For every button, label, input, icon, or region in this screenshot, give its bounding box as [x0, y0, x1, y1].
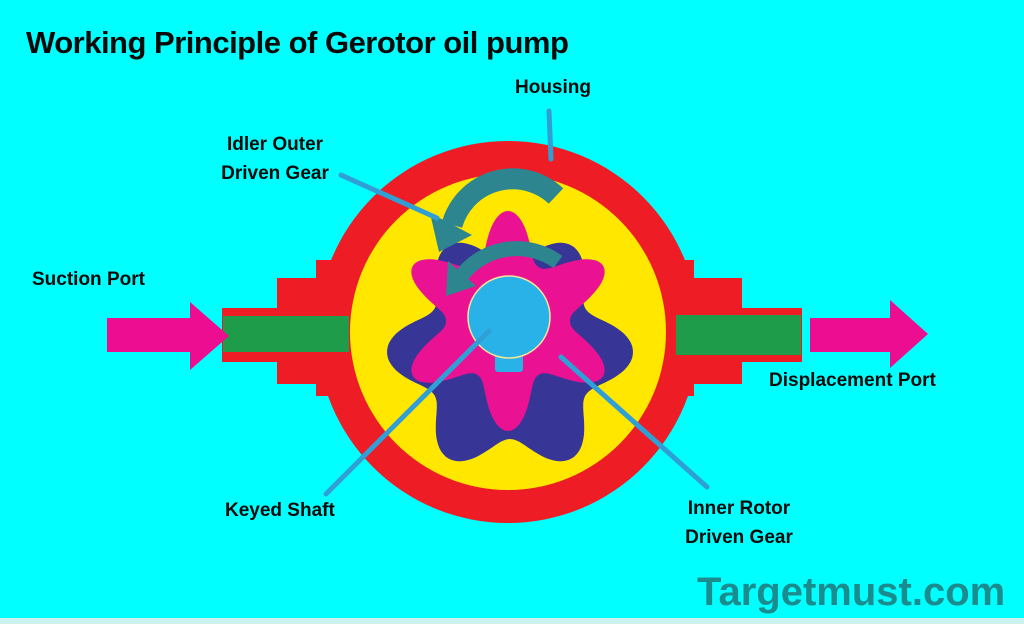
- outer-rotation-arrowhead: [430, 213, 472, 252]
- suction-port-channel: [223, 316, 349, 352]
- displacement-flow-arrow: [810, 300, 928, 368]
- watermark: Targetmust.com: [697, 570, 1006, 614]
- leader-line-keyed-shaft: [323, 328, 492, 497]
- inner-rotation-arrowhead: [446, 261, 476, 296]
- label-suction-port: Suction Port: [32, 269, 145, 290]
- leader-line-housing: [546, 108, 554, 162]
- inner-rotation-arrow: [446, 241, 563, 296]
- label-inner-rotor-line2: Driven Gear: [685, 527, 793, 548]
- outer-rotation-arrow: [430, 168, 564, 252]
- inner-rotation-arc: [456, 241, 563, 280]
- leader-line-inner-rotor: [558, 354, 710, 490]
- label-displacement-port: Displacement Port: [769, 370, 936, 391]
- label-idler-outer-driven-gear: Idler Outer Driven Gear: [200, 130, 350, 188]
- leader-line-idler-outer-gear: [338, 172, 440, 221]
- keyed-shaft: [467, 275, 551, 372]
- label-keyed-shaft: Keyed Shaft: [225, 500, 335, 521]
- outer-rotation-arc: [441, 168, 564, 229]
- label-inner-rotor-line1: Inner Rotor: [687, 498, 791, 519]
- label-idler-outer-line1: Idler Outer: [226, 134, 324, 155]
- page-title: Working Principle of Gerotor oil pump: [26, 25, 569, 60]
- suction-flow-arrow: [107, 302, 229, 370]
- bottom-edge-strip: [0, 618, 1024, 624]
- keyed-shaft-circle: [467, 275, 551, 359]
- displacement-port-channel: [676, 315, 801, 355]
- label-idler-outer-line2: Driven Gear: [221, 163, 329, 184]
- label-housing: Housing: [515, 77, 591, 98]
- label-inner-rotor-driven-gear: Inner Rotor Driven Gear: [663, 494, 815, 552]
